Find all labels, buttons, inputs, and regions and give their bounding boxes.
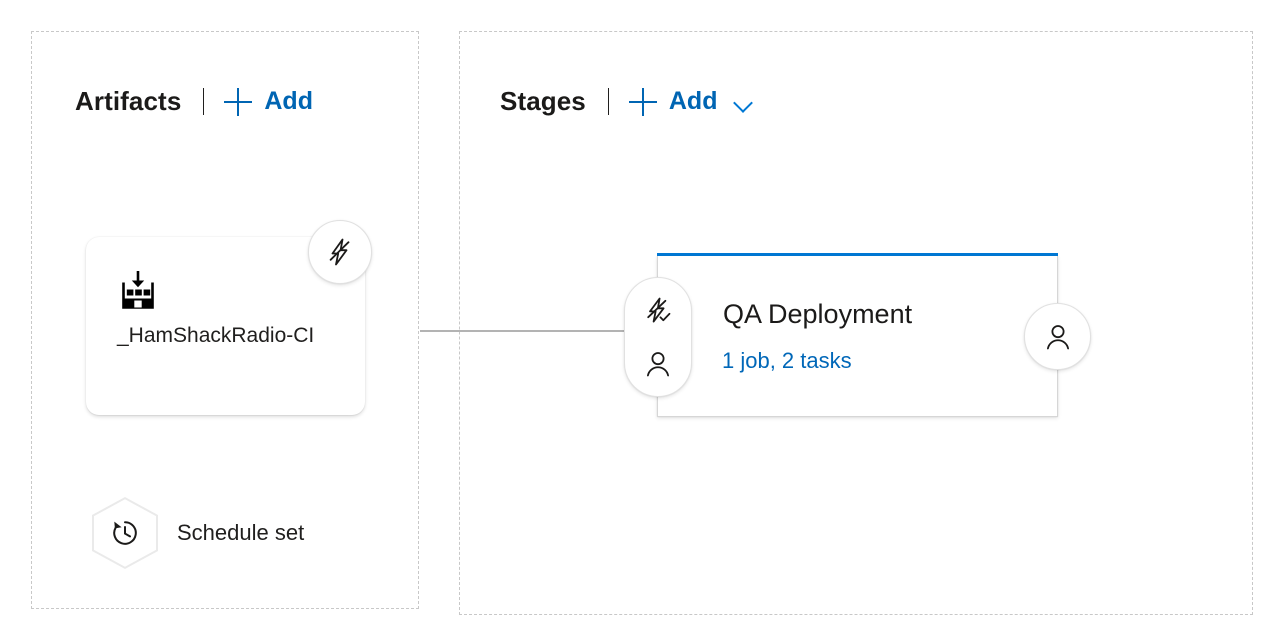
artifacts-header: Artifacts Add [75,86,313,117]
schedule-set-row[interactable]: Schedule set [92,497,304,569]
plus-icon [628,87,657,116]
add-stage-label: Add [668,87,718,115]
artifacts-panel [31,31,419,609]
artifact-name: _HamShackRadio-CI [117,324,315,347]
artifacts-title: Artifacts [75,86,182,116]
stages-header-divider [607,88,609,115]
stages-title: Stages [500,86,586,116]
artifacts-header-divider [203,88,205,115]
pre-deployment-conditions-pill[interactable] [624,277,692,397]
pre-deployment-approval-person-icon[interactable] [643,349,673,379]
continuous-deployment-trigger-icon[interactable] [308,220,372,284]
stages-header: Stages Add [500,86,753,117]
stage-name: QA Deployment [723,299,913,329]
schedule-clock-icon[interactable] [92,497,158,569]
pre-deployment-trigger-icon[interactable] [643,296,673,326]
schedule-set-label: Schedule set [177,520,305,545]
add-stage-button[interactable]: Add [628,87,718,116]
stages-panel [459,31,1253,615]
chevron-down-icon[interactable] [734,96,753,107]
add-artifact-button[interactable]: Add [224,87,313,116]
post-deployment-approval-person-icon[interactable] [1024,303,1091,370]
stage-card[interactable] [657,256,1058,417]
build-artifact-icon [117,269,159,311]
stage-summary-link[interactable]: 1 job, 2 tasks [722,348,852,373]
add-artifact-label: Add [264,87,313,115]
artifact-to-stage-connector [420,330,630,332]
plus-icon [224,87,253,116]
